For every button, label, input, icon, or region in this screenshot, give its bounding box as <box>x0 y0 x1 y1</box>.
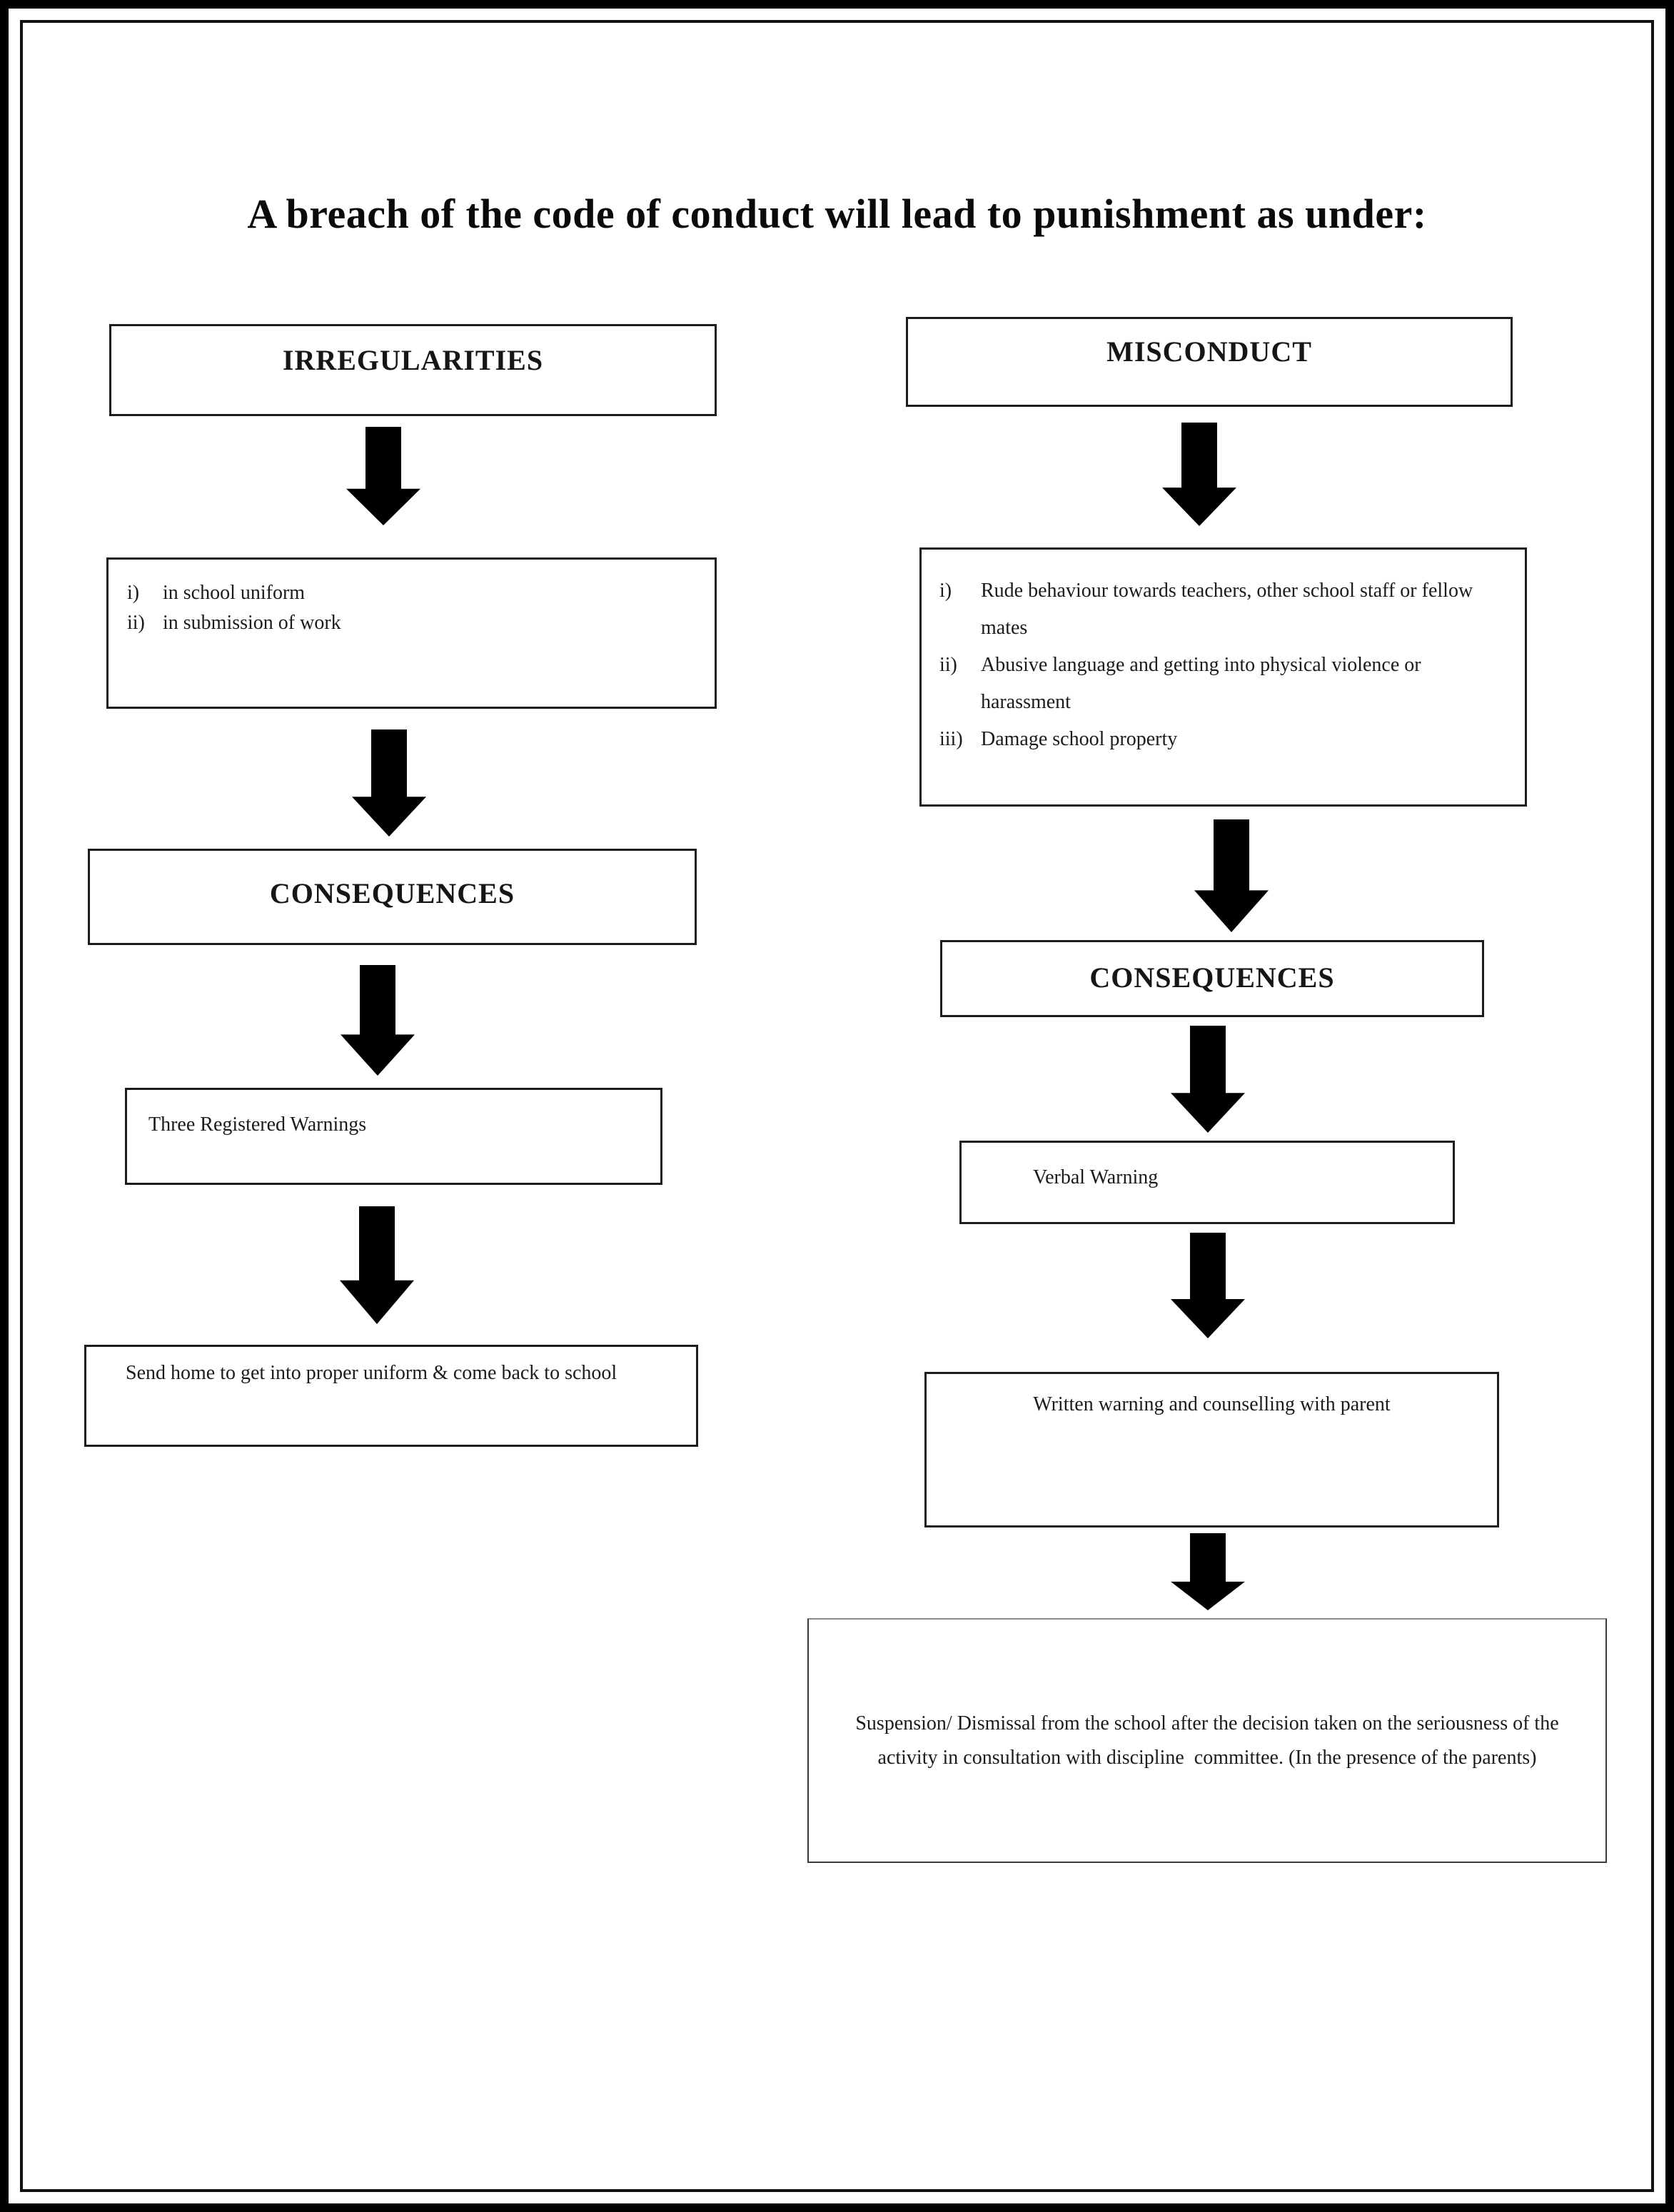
list-item-text: Abusive language and getting into physic… <box>981 654 1421 713</box>
send-home-box: Send home to get into proper uniform & c… <box>84 1345 698 1447</box>
list-item-text: Damage school property <box>981 728 1178 750</box>
consequences-header-label: CONSEQUENCES <box>1089 961 1335 994</box>
misconduct-header-box: MISCONDUCT <box>906 317 1513 407</box>
list-item: ii) Abusive language and getting into ph… <box>939 647 1495 721</box>
verbal-warning-box: Verbal Warning <box>959 1141 1455 1224</box>
consequences-header-box-left: CONSEQUENCES <box>88 849 697 945</box>
three-registered-warnings-box: Three Registered Warnings <box>125 1088 662 1185</box>
misconduct-items-box: i) Rude behaviour towards teachers, othe… <box>919 547 1527 807</box>
list-item-number: ii) <box>127 612 145 634</box>
step-text: Verbal Warning <box>1033 1166 1159 1188</box>
irregularities-header-box: IRREGULARITIES <box>109 324 717 416</box>
consequences-header-box-right: CONSEQUENCES <box>940 940 1484 1017</box>
flow-arrow-down-icon <box>1194 819 1269 932</box>
list-item: i) in school uniform <box>127 578 693 608</box>
misconduct-header-label: MISCONDUCT <box>1106 335 1312 368</box>
list-item-number: i) <box>127 582 140 604</box>
flow-arrow-down-icon <box>346 427 420 525</box>
step-text: Three Registered Warnings <box>148 1113 367 1136</box>
page-title: A breach of the code of conduct will lea… <box>247 191 1427 237</box>
suspension-dismissal-box: Suspension/ Dismissal from the school af… <box>807 1618 1607 1863</box>
flow-arrow-down-icon <box>1171 1026 1245 1133</box>
irregularities-header-label: IRREGULARITIES <box>282 344 544 376</box>
flow-arrow-down-icon <box>340 1206 414 1324</box>
list-item-text: Rude behaviour towards teachers, other s… <box>981 580 1473 639</box>
list-item: i) Rude behaviour towards teachers, othe… <box>939 572 1495 647</box>
step-text: Written warning and counselling with par… <box>1033 1393 1391 1415</box>
step-text: Send home to get into proper uniform & c… <box>126 1362 617 1384</box>
irregularities-items-box: i) in school uniform ii) in submission o… <box>106 557 717 709</box>
step-text-line-1: Suspension/ Dismissal from the school af… <box>855 1712 1559 1734</box>
list-item-number: iii) <box>939 728 963 750</box>
flow-arrow-down-icon <box>1171 1533 1245 1610</box>
flow-arrow-down-icon <box>341 965 415 1076</box>
written-warning-box: Written warning and counselling with par… <box>924 1372 1499 1527</box>
consequences-header-label: CONSEQUENCES <box>269 877 515 909</box>
step-text-line-2: activity in consultation with discipline… <box>877 1746 1537 1769</box>
list-item-number: i) <box>939 580 952 602</box>
list-item-text: in submission of work <box>163 612 341 634</box>
list-item-text: in school uniform <box>163 582 306 604</box>
list-item: ii) in submission of work <box>127 608 693 638</box>
flow-arrow-down-icon <box>352 729 426 837</box>
list-item-number: ii) <box>939 654 957 676</box>
list-item: iii) Damage school property <box>939 721 1495 758</box>
flow-arrow-down-icon <box>1162 423 1236 526</box>
flow-arrow-down-icon <box>1171 1233 1245 1338</box>
